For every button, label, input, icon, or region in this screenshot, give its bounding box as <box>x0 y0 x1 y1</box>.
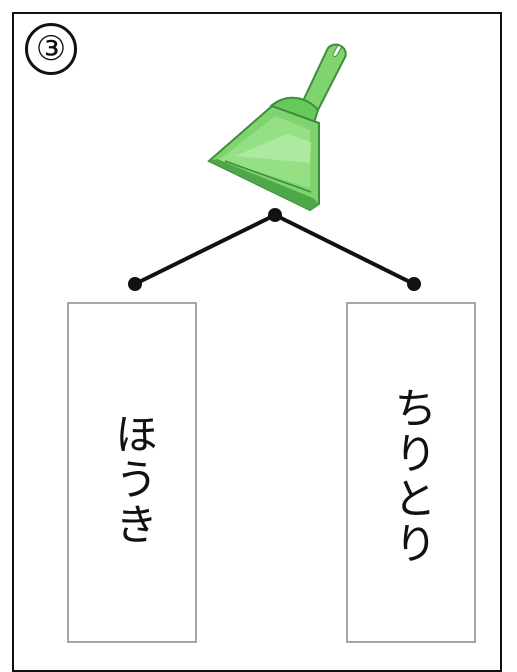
choice-card-chiritori[interactable]: ちりとり <box>346 302 476 643</box>
choice-label-hoki: ほうき <box>107 412 158 547</box>
choice-label-chiritori: ちりとり <box>386 386 437 566</box>
choice-card-hoki[interactable]: ほうき <box>67 302 197 643</box>
dustpan-icon <box>207 43 347 212</box>
question-number-badge: ③ <box>25 23 77 75</box>
